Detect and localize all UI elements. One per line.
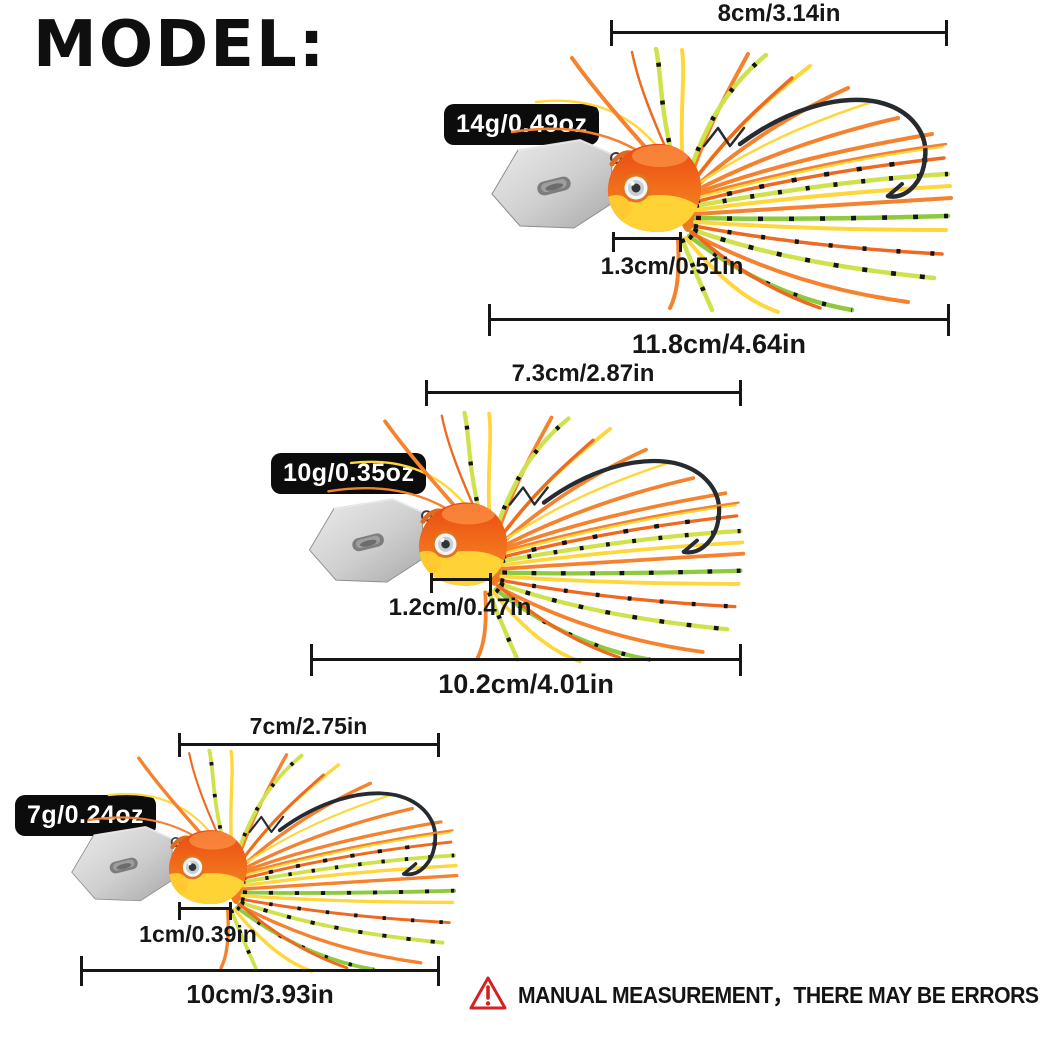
dimension-label-skirt-length-2: 7.3cm/2.87in [511, 360, 655, 387]
dimension-line-skirt-length-1 [610, 19, 948, 46]
dimension-line-total-length-2 [310, 643, 742, 676]
warning-triangle-icon [469, 976, 507, 1010]
dimension-line-skirt-length-2 [425, 379, 742, 406]
dimension-line-total-length-3 [80, 955, 440, 986]
dimension-label-skirt-length-3: 7cm/2.75in [249, 713, 368, 739]
lure-image-10g [296, 410, 754, 669]
dimension-label-skirt-length-1: 8cm/3.14in [717, 0, 841, 27]
dimension-line-blade-width-3 [178, 902, 232, 920]
weight-badge-14g: 14g/0.49oz [444, 104, 600, 145]
disclaimer-text: MANUAL MEASUREMENT，THERE MAY BE ERRORS [518, 982, 1039, 1008]
dimension-label-blade-width-2: 1.2cm/0.47in [388, 594, 532, 621]
dimension-line-blade-width-2 [430, 573, 492, 593]
dimension-label-blade-width-3: 1cm/0.39in [139, 921, 257, 947]
dimension-line-total-length-1 [488, 303, 950, 336]
dimension-line-blade-width-1 [612, 232, 682, 252]
disclaimer: MANUAL MEASUREMENT，THERE MAY BE ERRORS [468, 974, 1050, 1012]
dimension-label-blade-width-1: 1.3cm/0.51in [600, 253, 744, 280]
dimension-label-total-length-3: 10cm/3.93in [186, 979, 334, 1009]
dimension-label-total-length-1: 11.8cm/4.64in [631, 329, 807, 359]
page-title: MODEL: [33, 8, 327, 82]
dimension-label-total-length-2: 10.2cm/4.01in [438, 669, 614, 699]
dimension-line-skirt-length-3 [178, 732, 440, 757]
